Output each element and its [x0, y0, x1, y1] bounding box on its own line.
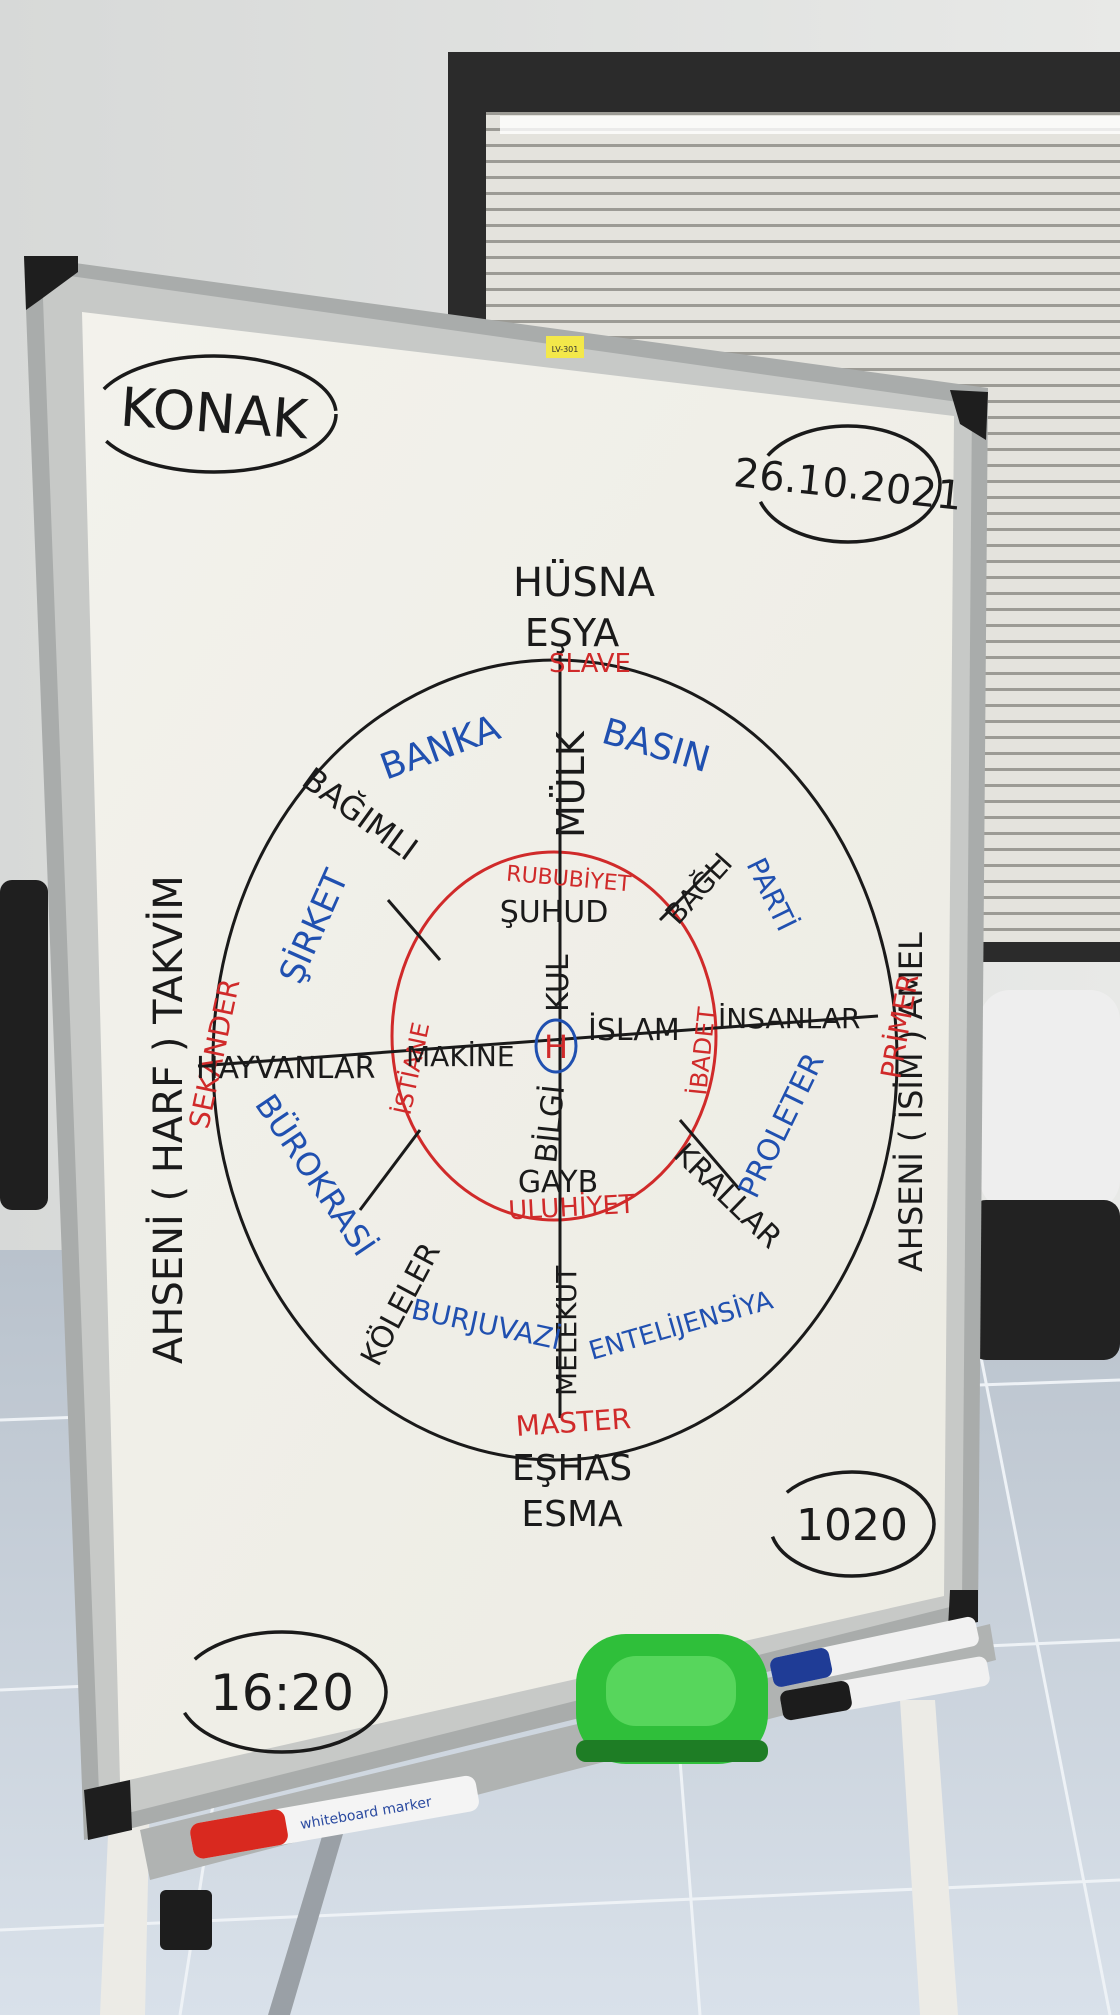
sticker-text: LV-301 [552, 345, 579, 354]
window-light [500, 116, 1120, 134]
spoke-bilgi: BİLGİ [528, 1083, 572, 1165]
spokes [197, 652, 879, 1418]
chair-left [0, 880, 48, 1210]
corner-konak: KONAK [118, 376, 311, 452]
spoke-islam: İSLAM [588, 1012, 680, 1048]
corner-top-left: KONAK [90, 354, 338, 474]
axis-husna: HÜSNA [513, 558, 656, 606]
green-eraser [576, 1634, 768, 1764]
easel-legs [100, 1700, 958, 2015]
spoke-insanlar: İNSANLAR [718, 1002, 860, 1035]
chair [980, 990, 1120, 1210]
chair-seat [970, 1200, 1120, 1360]
corner-bottom-right: 1020 [768, 1470, 936, 1578]
spoke-hayvanlar: HAYVANLAR [196, 1051, 375, 1086]
marker-black [780, 1656, 990, 1721]
side-text-left: AHSENİ ( HARF ) TAKVİM [144, 875, 192, 1364]
inner-circle [390, 850, 718, 1222]
frame-corners [24, 256, 988, 1840]
axis-eshas: EŞHAS [512, 1448, 632, 1489]
spoke-gayb: GAYB [518, 1165, 598, 1200]
spoke-mulk: MÜLK [549, 730, 593, 838]
sticker [546, 336, 584, 358]
outer-circle [211, 658, 899, 1462]
spoke-makine: MAKİNE [406, 1040, 515, 1073]
center-circle [534, 1018, 578, 1074]
marker-blue [770, 1616, 979, 1687]
spoke-melekut: MELEKUT [550, 1265, 583, 1396]
axis-esma: ESMA [521, 1494, 623, 1535]
board-surface [82, 312, 954, 1782]
axis-esya: EŞYA [525, 611, 619, 655]
marker-red: whiteboard marker [190, 1775, 479, 1859]
corner-number: 1020 [796, 1500, 908, 1551]
outer-slave: SLAVE [549, 649, 631, 679]
spoke-kul: KUL [541, 954, 576, 1012]
spoke-suhud: ŞUHUD [500, 895, 609, 930]
corner-time: 16:20 [210, 1664, 354, 1722]
outer-master: MASTER [515, 1402, 632, 1443]
side-text-right: AHSENİ ( İSİM ) AMEL [892, 932, 930, 1272]
center-letter: H [544, 1028, 568, 1066]
corner-bottom-left: 16:20 [176, 1630, 388, 1754]
